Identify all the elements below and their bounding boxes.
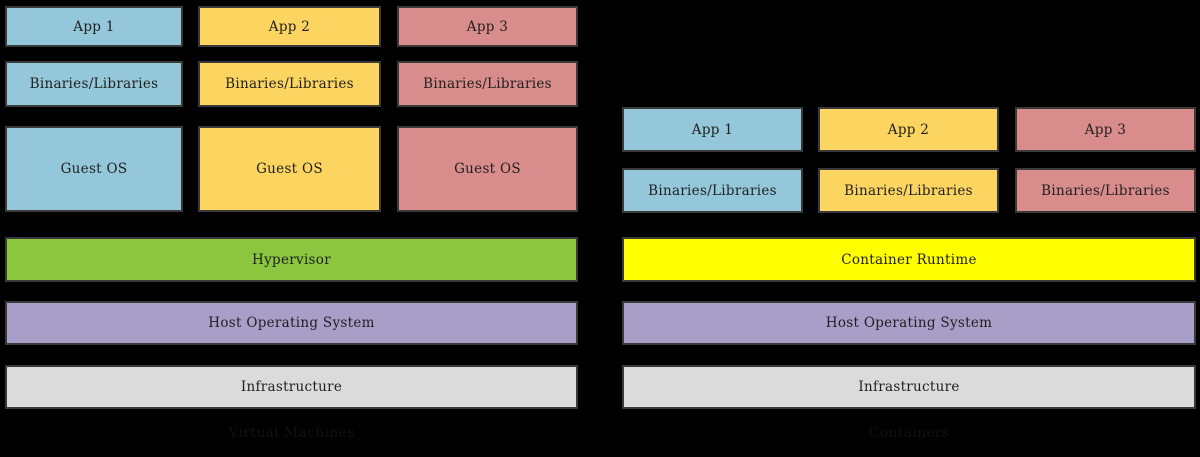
container-stack-caption: Containers [868, 425, 950, 441]
container-runtime-bar: Container Runtime [622, 237, 1196, 282]
vm-guest-os-box-2: Guest OS [198, 126, 381, 212]
hypervisor-bar: Hypervisor [5, 237, 578, 282]
vm-binaries-box-3: Binaries/Libraries [397, 61, 578, 107]
container-app-box-1: App 1 [622, 107, 803, 152]
container-binaries-box-1: Binaries/Libraries [622, 168, 803, 213]
vm-guest-os-box-1: Guest OS [5, 126, 183, 212]
vm-host-os-bar: Host Operating System [5, 301, 578, 345]
vm-app-box-3: App 3 [397, 6, 578, 47]
vm-app-box-1: App 1 [5, 6, 183, 47]
container-binaries-box-3: Binaries/Libraries [1015, 168, 1196, 213]
container-infrastructure-bar: Infrastructure [622, 365, 1196, 409]
container-host-os-bar: Host Operating System [622, 301, 1196, 345]
vm-stack-caption: Virtual Machines [228, 425, 355, 441]
vm-guest-os-box-3: Guest OS [397, 126, 578, 212]
vm-binaries-box-2: Binaries/Libraries [198, 61, 381, 107]
vm-infrastructure-bar: Infrastructure [5, 365, 578, 409]
container-binaries-box-2: Binaries/Libraries [818, 168, 999, 213]
container-app-box-3: App 3 [1015, 107, 1196, 152]
vm-app-box-2: App 2 [198, 6, 381, 47]
vm-binaries-box-1: Binaries/Libraries [5, 61, 183, 107]
container-app-box-2: App 2 [818, 107, 999, 152]
